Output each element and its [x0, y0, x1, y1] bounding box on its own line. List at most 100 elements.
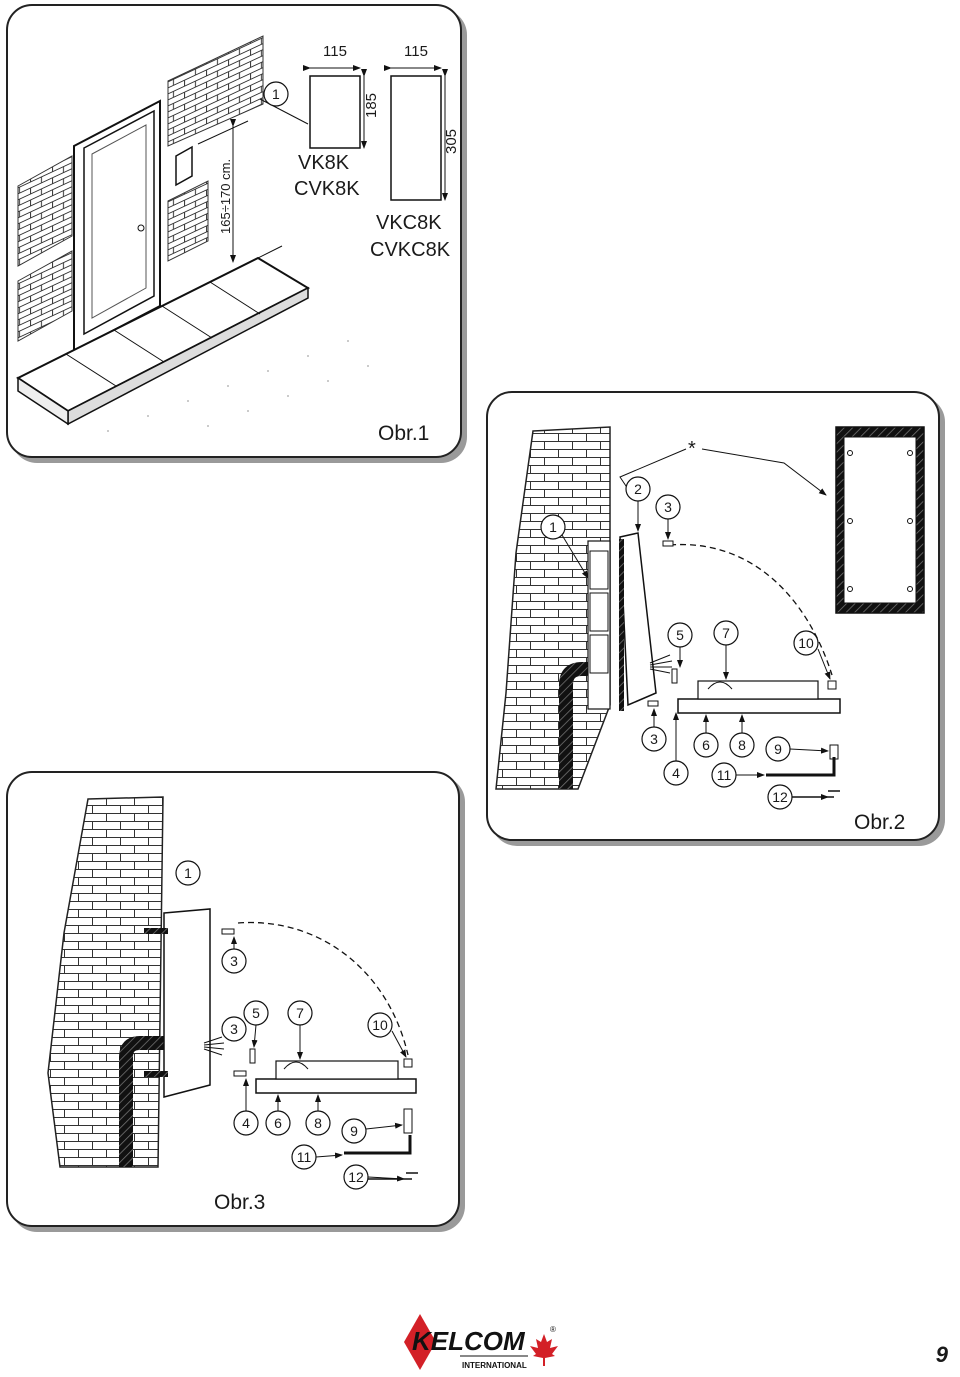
- callout-4: 4: [672, 765, 680, 781]
- cable-conduit: [559, 662, 598, 789]
- asterisk-leader: [619, 448, 826, 495]
- width-small-label: 115: [323, 43, 347, 60]
- callout-6: 6: [702, 737, 710, 753]
- speaker-dome: [707, 681, 733, 690]
- cable-conduit: [119, 1036, 164, 1167]
- kelcom-logo-mark: KEL COM INTERNATIONAL ®: [404, 1314, 558, 1370]
- page-number: 9: [935, 1342, 948, 1367]
- brick-patch: [17, 250, 73, 342]
- model-small-b: CVK8K: [294, 178, 360, 200]
- height-small-label: 185: [363, 93, 380, 118]
- key-tool: [344, 1135, 412, 1155]
- step-tiles: [41, 245, 283, 387]
- door-leaf: [83, 109, 155, 336]
- unit-large-box: [390, 75, 442, 201]
- callout-leaders: [231, 936, 407, 1182]
- part-9: [829, 744, 839, 760]
- callout-12: 12: [772, 789, 788, 805]
- callout-labels: 1 2 3 5 7 10 3 4 6 8 9 11 12: [549, 481, 814, 805]
- key-tool: [766, 757, 836, 777]
- callout-labels: 1 3 3 5 7 10 4 6 8 9 11 12: [184, 865, 388, 1185]
- wall-plug: [144, 928, 168, 934]
- part-9: [403, 1108, 413, 1134]
- mount-height-label: 165÷170 cm.: [218, 159, 233, 234]
- step-side: [17, 376, 69, 426]
- maple-leaf-icon: [530, 1334, 558, 1366]
- callout-8: 8: [738, 737, 746, 753]
- callout-3: 3: [230, 953, 238, 969]
- front-plate: [255, 1078, 417, 1094]
- callout-9: 9: [774, 741, 782, 757]
- callout-circles: [540, 476, 819, 810]
- wall-plug: [144, 1071, 168, 1077]
- figure-2-drawing: * 1 2 3 5 7: [495, 426, 925, 810]
- callout-2: 2: [634, 481, 642, 497]
- electronics-module: [275, 1060, 399, 1080]
- callout-1: 1: [184, 865, 192, 881]
- model-large-b: CVKC8K: [370, 239, 451, 261]
- figure-3-caption: Obr.3: [214, 1191, 266, 1214]
- width-large-label: 115: [404, 43, 428, 60]
- surface-housing: [163, 908, 211, 1098]
- figure-2-caption: Obr.2: [854, 811, 906, 834]
- cover-screws: [847, 450, 913, 592]
- figure-1-drawing: 115 115 185 305 165÷170 cm. 1: [16, 35, 460, 432]
- logo-brand-b: COM: [464, 1326, 526, 1356]
- screws: [221, 928, 413, 1077]
- figure-3-panel: 1 3 3 5 7 10 4 6 8 9 11 12 Obr.3: [6, 771, 460, 1227]
- intercom-unit: [175, 145, 193, 187]
- callout-5: 5: [676, 627, 684, 643]
- logo-registered: ®: [550, 1325, 556, 1334]
- ground-dots: [107, 340, 369, 432]
- screws: [647, 540, 837, 707]
- front-plate: [677, 698, 841, 714]
- callout-3b: 3: [650, 731, 658, 747]
- panel-body: [619, 532, 657, 707]
- figure-1-panel: 115 115 185 305 165÷170 cm. 1 VK8K CVK8K…: [6, 4, 462, 458]
- logo-diamond: [404, 1314, 436, 1370]
- figure-1-caption: Obr.1: [378, 422, 430, 445]
- brick-wall: [47, 796, 164, 1168]
- figure-3-drawing: 1 3 3 5 7 10 4 6 8 9 11 12: [47, 796, 418, 1190]
- figure-2-panel: * 1 2 3 5 7: [486, 391, 940, 841]
- logo-brand-a: KEL: [412, 1326, 464, 1356]
- callout-7: 7: [296, 1005, 304, 1021]
- dimension-extension-line: [197, 120, 249, 145]
- callout-1: 1: [549, 519, 557, 535]
- callout-circle: [263, 81, 289, 107]
- swing-arc: [237, 921, 409, 1056]
- flush-box-modules: [589, 550, 609, 674]
- brick-patch: [167, 35, 264, 147]
- callout-6: 6: [274, 1115, 282, 1131]
- cover-window: [843, 436, 917, 604]
- callout-3b: 3: [230, 1021, 238, 1037]
- cable-wires: [203, 1036, 225, 1056]
- callout-10: 10: [798, 635, 814, 651]
- brick-wall: [495, 426, 611, 790]
- callout-4: 4: [242, 1115, 250, 1131]
- brick-patch: [17, 155, 73, 267]
- callout-11: 11: [297, 1149, 312, 1165]
- swing-arc: [669, 543, 833, 676]
- callout-10: 10: [372, 1017, 388, 1033]
- callout-leaders: [561, 501, 831, 800]
- door-panel: [91, 124, 147, 319]
- unit-small-box: [309, 75, 361, 149]
- callout-11: 11: [717, 767, 732, 783]
- height-large-label: 305: [443, 129, 460, 154]
- model-small-a: VK8K: [298, 152, 350, 174]
- speaker-dome: [283, 1061, 309, 1070]
- callout-7: 7: [722, 625, 730, 641]
- callout-9: 9: [350, 1123, 358, 1139]
- callout-3: 3: [664, 499, 672, 515]
- brick-patch: [167, 180, 209, 262]
- panel-gasket: [619, 539, 624, 711]
- cable-wires: [649, 654, 673, 674]
- model-large-a: VKC8K: [376, 212, 442, 234]
- kelcom-logo: KEL COM INTERNATIONAL ®: [402, 1312, 562, 1372]
- callout-12: 12: [348, 1169, 364, 1185]
- logo-sub: INTERNATIONAL: [462, 1361, 527, 1370]
- asterisk-mark: *: [688, 438, 696, 460]
- callout-5: 5: [252, 1005, 260, 1021]
- part-12: [788, 790, 840, 798]
